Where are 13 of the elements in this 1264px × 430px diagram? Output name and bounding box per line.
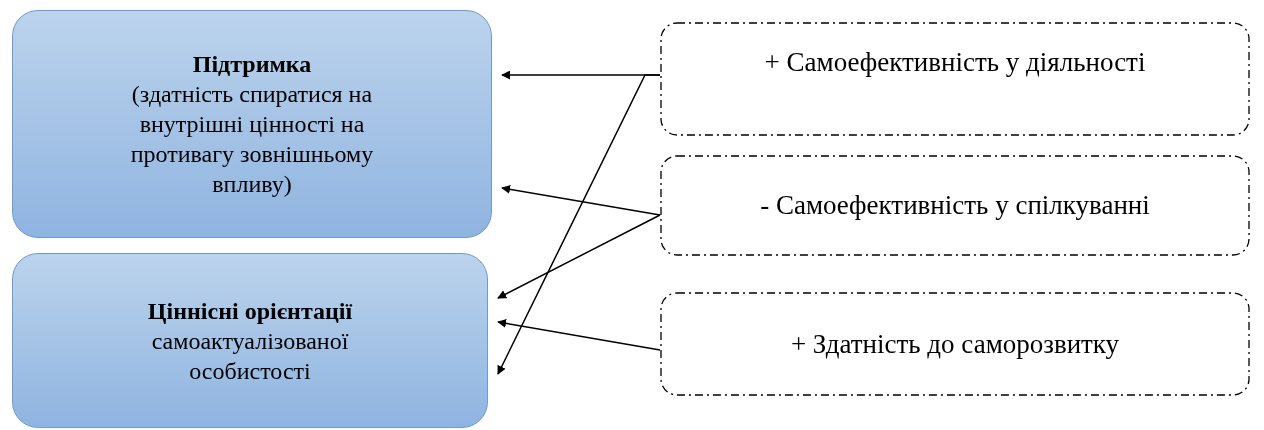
arrow <box>497 214 661 299</box>
box-heading: Ціннісні орієнтації <box>147 296 353 326</box>
arrow <box>497 74 661 375</box>
box-heading: Підтримка <box>192 50 312 79</box>
rounded-box <box>12 253 488 428</box>
arrow <box>497 318 661 351</box>
box-text: самоактуалізованої особистості <box>150 326 350 386</box>
box-text: - Самоефективність у спілкуванні <box>760 189 1150 222</box>
box-text: + Самоефективність у діяльності <box>764 46 1146 79</box>
rounded-box <box>12 10 492 238</box>
box-text: (здатність спиратися на внутрішні цінності на противагу зовнішньому впливу) <box>129 80 375 199</box>
box-text: + Здатність до саморозвитку <box>790 327 1120 361</box>
arrow <box>501 184 661 216</box>
